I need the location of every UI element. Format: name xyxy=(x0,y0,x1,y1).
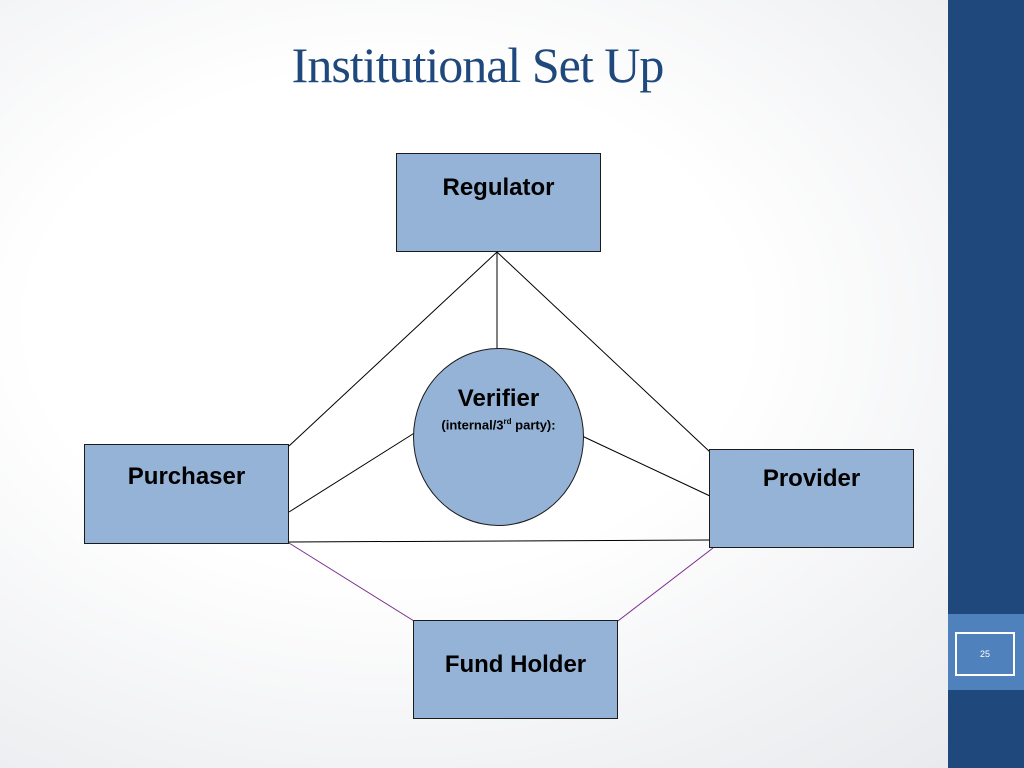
regulator-node: Regulator xyxy=(396,153,601,252)
page-number: 25 xyxy=(955,632,1015,676)
purchaser-node: Purchaser xyxy=(84,444,289,544)
link-regulator-purchaser xyxy=(288,251,498,447)
link-purchaser-provider xyxy=(288,539,711,543)
link-verifier-purchaser xyxy=(288,431,417,513)
link-provider-fundholder xyxy=(613,547,714,625)
fund-holder-node: Fund Holder xyxy=(413,620,618,719)
fund-holder-label: Fund Holder xyxy=(444,651,587,678)
provider-node: Provider xyxy=(709,449,914,548)
provider-label: Provider xyxy=(762,465,861,492)
connector-lines xyxy=(288,251,714,625)
purchaser-label: Purchaser xyxy=(127,463,246,490)
verifier-note-post: party): xyxy=(511,417,556,433)
page-number-block xyxy=(948,614,1024,690)
verifier-node: Verifier (internal/3rd party): xyxy=(413,348,584,526)
verifier-note-sup: rd xyxy=(503,417,512,426)
verifier-label: Verifier xyxy=(457,385,540,412)
verifier-note: (internal/3rd party): xyxy=(414,417,583,432)
link-purchaser-fundholder xyxy=(288,542,415,622)
verifier-note-pre: (internal/3 xyxy=(441,417,504,433)
slide-title: Institutional Set Up xyxy=(291,37,665,93)
link-regulator-provider xyxy=(496,251,711,453)
link-verifier-provider xyxy=(581,435,711,497)
regulator-label: Regulator xyxy=(442,174,555,201)
